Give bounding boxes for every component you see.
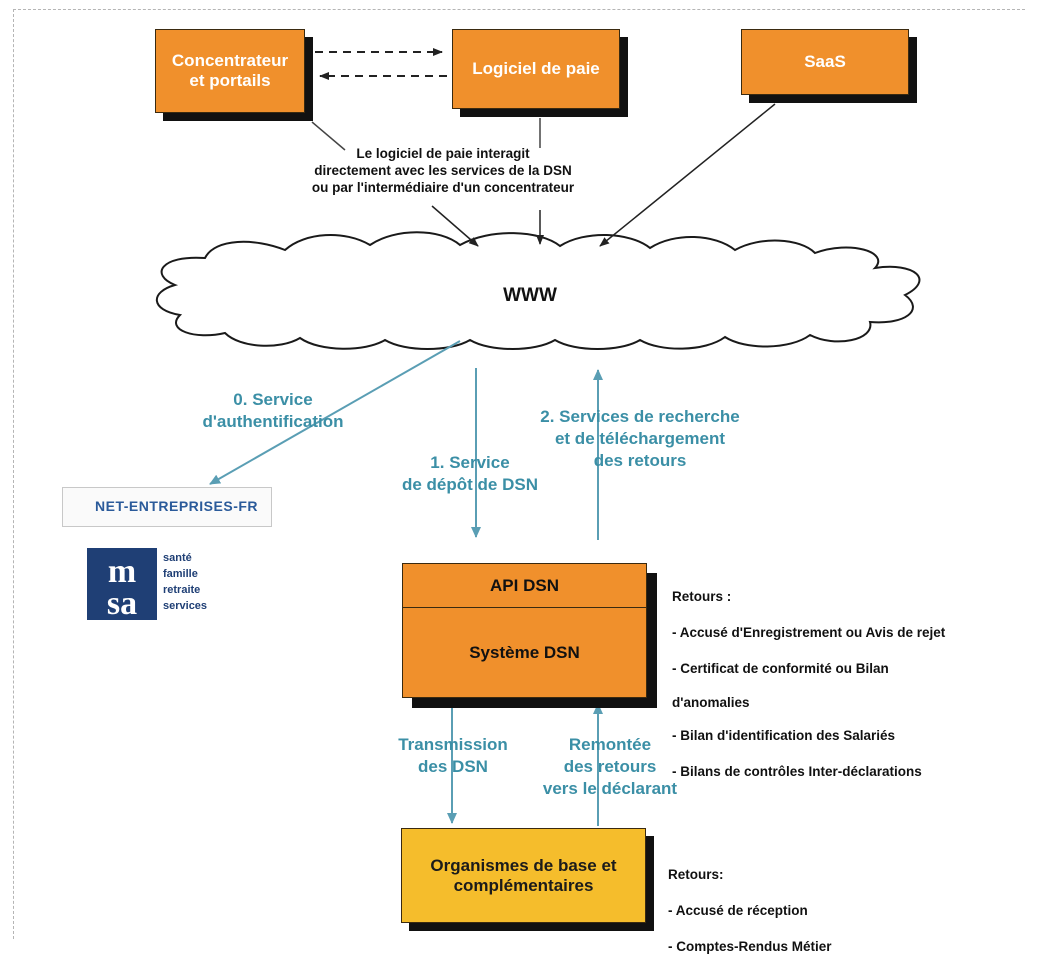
msa-line-retraite: retraite [163,584,201,596]
www-cloud-shape [155,231,921,350]
service-auth-label: 0. Service d'authentification [202,390,344,432]
msa-line-famille: famille [163,568,198,580]
retours-org-list: Retours: - Accusé de réception - Comptes… [668,848,908,974]
net-entreprises-logo: NET-ENTREPRISES-FR [62,487,272,527]
service-depot-label: 1. Service de dépôt de DSN [401,453,538,495]
concentrateur-connector [311,121,346,151]
msa-logo-mark: m sa [87,548,157,622]
retours-api-item: - Certificat de conformité ou Bilan [672,660,889,676]
concentrateur-box: Concentrateur et portails [155,29,305,113]
logiciel-note: Le logiciel de paie interagit directemen… [311,146,575,195]
concentrateur-label: Concentrateur et portails [171,51,289,90]
retours-api-list: Retours : - Accusé d'Enregistrement ou A… [672,570,1032,799]
saas-label: SaaS [804,52,846,72]
services-recherche-label: 2. Services de recherche et de télécharg… [540,407,740,471]
organismes-label: Organismes de base et complémentaires [430,855,617,895]
saas-to-www-arrow [599,103,776,247]
logiciel-box: Logiciel de paie [452,29,620,109]
page-frame [13,9,1025,939]
retours-api-item: d'anomalies [672,694,750,710]
organismes-box: Organismes de base et complémentaires [401,828,646,923]
saas-box: SaaS [741,29,909,95]
msa-line-sante: santé [163,552,192,564]
systeme-dsn-box: Système DSN [402,608,647,698]
retours-api-item: - Bilan d'identification des Salariés [672,728,896,744]
auth-arrow [209,340,461,485]
retours-api-item: - Accusé d'Enregistrement ou Avis de rej… [672,624,946,640]
transmission-label: Transmission des DSN [398,735,508,777]
systeme-dsn-label: Système DSN [469,642,580,662]
api-systeme-block: API DSN Système DSN [402,563,647,698]
retours-org-title: Retours: [668,866,724,882]
diagram-connectors [65,48,921,826]
net-entreprises-text: NET-ENTREPRISES-FR [95,498,259,514]
svg-text:sa: sa [107,585,137,620]
www-label: WWW [503,285,557,306]
api-dsn-label: API DSN [490,575,559,595]
msa-lines: santé famille retraite services [163,550,207,614]
note-to-www-arrow-left [431,205,479,247]
retours-org-item: - Comptes-Rendus Métier [668,938,832,954]
logiciel-label: Logiciel de paie [472,59,600,79]
retours-api-item: - Bilans de contrôles Inter-déclarations [672,764,922,780]
remontee-label: Remontée des retours vers le déclarant [542,735,678,799]
svg-text:m: m [108,553,136,590]
msa-line-services: services [163,600,208,612]
retours-api-title: Retours : [672,588,732,604]
msa-logo: m sa santé famille retraite services [87,548,247,622]
retours-org-item: - Accusé de réception [668,902,808,918]
api-dsn-box: API DSN [402,563,647,608]
